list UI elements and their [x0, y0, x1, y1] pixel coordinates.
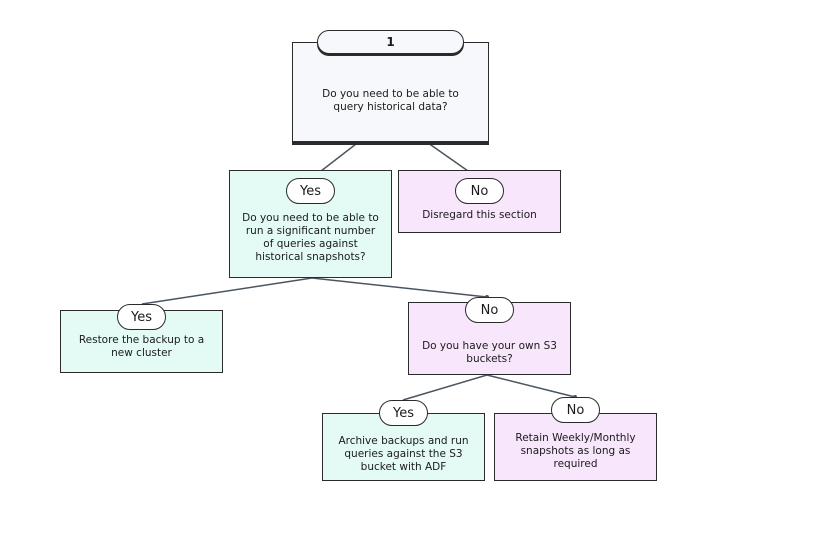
no-label-level1: No: [455, 178, 504, 204]
root-question-box: Do you need to be able to query historic…: [292, 42, 489, 145]
connector-yes-restore: [141, 277, 313, 305]
yes-label-restore: Yes: [117, 304, 166, 330]
no-label-s3: No: [465, 297, 514, 323]
disregard-text: Disregard this section: [422, 209, 537, 221]
historical-queries-box: Do you need to be able to run a signific…: [229, 170, 392, 278]
root-question-text: Do you need to be able to query historic…: [322, 88, 459, 113]
s3-buckets-text: Do you have your own S3 buckets?: [422, 339, 557, 365]
retain-snapshots-box: Retain Weekly/Monthly snapshots as long …: [494, 413, 657, 481]
yes-label-archive: Yes: [379, 400, 428, 426]
connector-yes-s3: [311, 277, 488, 298]
retain-snapshots-text: Retain Weekly/Monthly snapshots as long …: [515, 431, 636, 470]
historical-queries-text: Do you need to be able to run a signific…: [242, 212, 379, 263]
yes-label-level1: Yes: [286, 178, 335, 204]
no-label-retain: No: [551, 397, 600, 423]
root-number-badge: 1: [317, 30, 464, 54]
archive-backups-text: Archive backups and run queries against …: [338, 434, 469, 473]
restore-backup-text: Restore the backup to a new cluster: [78, 333, 205, 359]
connector-s3-archive: [402, 374, 488, 401]
connector-s3-retain: [486, 374, 576, 398]
root-number: 1: [386, 35, 395, 49]
